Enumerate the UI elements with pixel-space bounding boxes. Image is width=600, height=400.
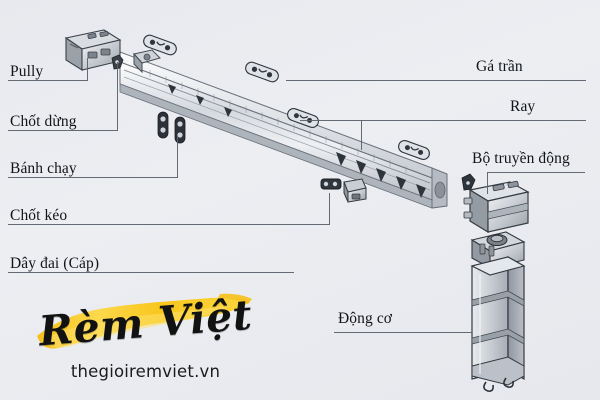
- label-day-dai: Dây đai (Cáp): [10, 255, 100, 272]
- leader-drop-bo-truyen: [487, 172, 488, 194]
- leader-drop-chot-dung: [117, 62, 118, 131]
- leader-drop-pully: [87, 58, 88, 81]
- leader-rule-pully: [8, 80, 88, 81]
- leader-rule-ray: [300, 120, 586, 121]
- label-bo-truyen-dong: Bộ truyền động: [472, 150, 570, 167]
- label-banh-chay: Bánh chạy: [10, 160, 77, 177]
- transmission-box-art: [461, 173, 530, 234]
- runner-wheel-art: [157, 111, 186, 144]
- leader-rule-day-dai: [8, 272, 294, 273]
- label-ga-tran: Gá trần: [476, 58, 523, 75]
- ceiling-bracket-art: [143, 34, 430, 160]
- rail-track-art: [119, 51, 448, 209]
- pully-box-art: [64, 29, 122, 71]
- leader-rule-banh-chay: [8, 177, 178, 178]
- leader-rule-bo-truyen: [487, 172, 585, 173]
- pull-hook-art: [320, 178, 367, 203]
- leader-drop-chot-keo: [329, 193, 330, 225]
- leader-rule-ga-tran: [286, 80, 586, 81]
- curtain-hook-tabs: [336, 152, 426, 198]
- label-pully: Pully: [10, 63, 44, 80]
- end-connector-art: [133, 49, 161, 74]
- leader-rule-dong-co: [334, 332, 472, 333]
- leader-drop-banh-chay: [177, 136, 178, 178]
- leader-rule-chot-keo: [8, 224, 330, 225]
- brand-logo: Rèm Việt thegioiremviet.vn: [28, 286, 263, 394]
- label-ray: Ray: [510, 98, 536, 115]
- label-dong-co: Động cơ: [338, 310, 393, 327]
- brand-wordmark: Rèm Việt: [37, 290, 254, 356]
- leader-drop-ray: [361, 120, 362, 150]
- brush-stroke-icon: [37, 293, 252, 349]
- brand-website-url: thegioiremviet.vn: [70, 362, 221, 381]
- leader-rule-chot-dung: [8, 130, 118, 131]
- motor-unit-art: [470, 231, 526, 392]
- label-chot-dung: Chốt dừng: [10, 113, 77, 130]
- belt-hooks: [168, 84, 232, 117]
- label-chot-keo: Chốt kéo: [10, 207, 68, 224]
